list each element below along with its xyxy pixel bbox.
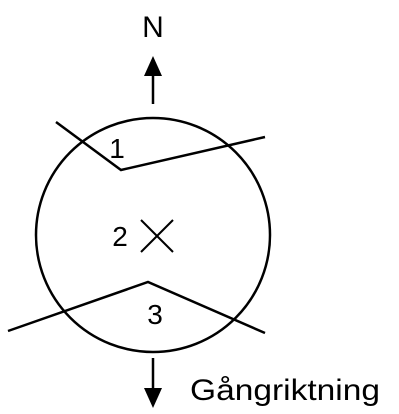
region-2-label: 2	[112, 221, 128, 252]
upper-boundary-line	[55, 120, 266, 172]
region-3-label: 3	[147, 299, 163, 330]
north-arrow-icon	[144, 56, 162, 104]
walking-direction-label: Gångriktning	[190, 374, 380, 407]
arrow-down-icon	[144, 358, 162, 408]
cross-mark-icon	[140, 219, 174, 253]
circle-outline	[34, 116, 272, 354]
region-1-label: 1	[109, 133, 125, 164]
lower-boundary-line	[7, 280, 266, 335]
north-label: N	[142, 11, 164, 44]
